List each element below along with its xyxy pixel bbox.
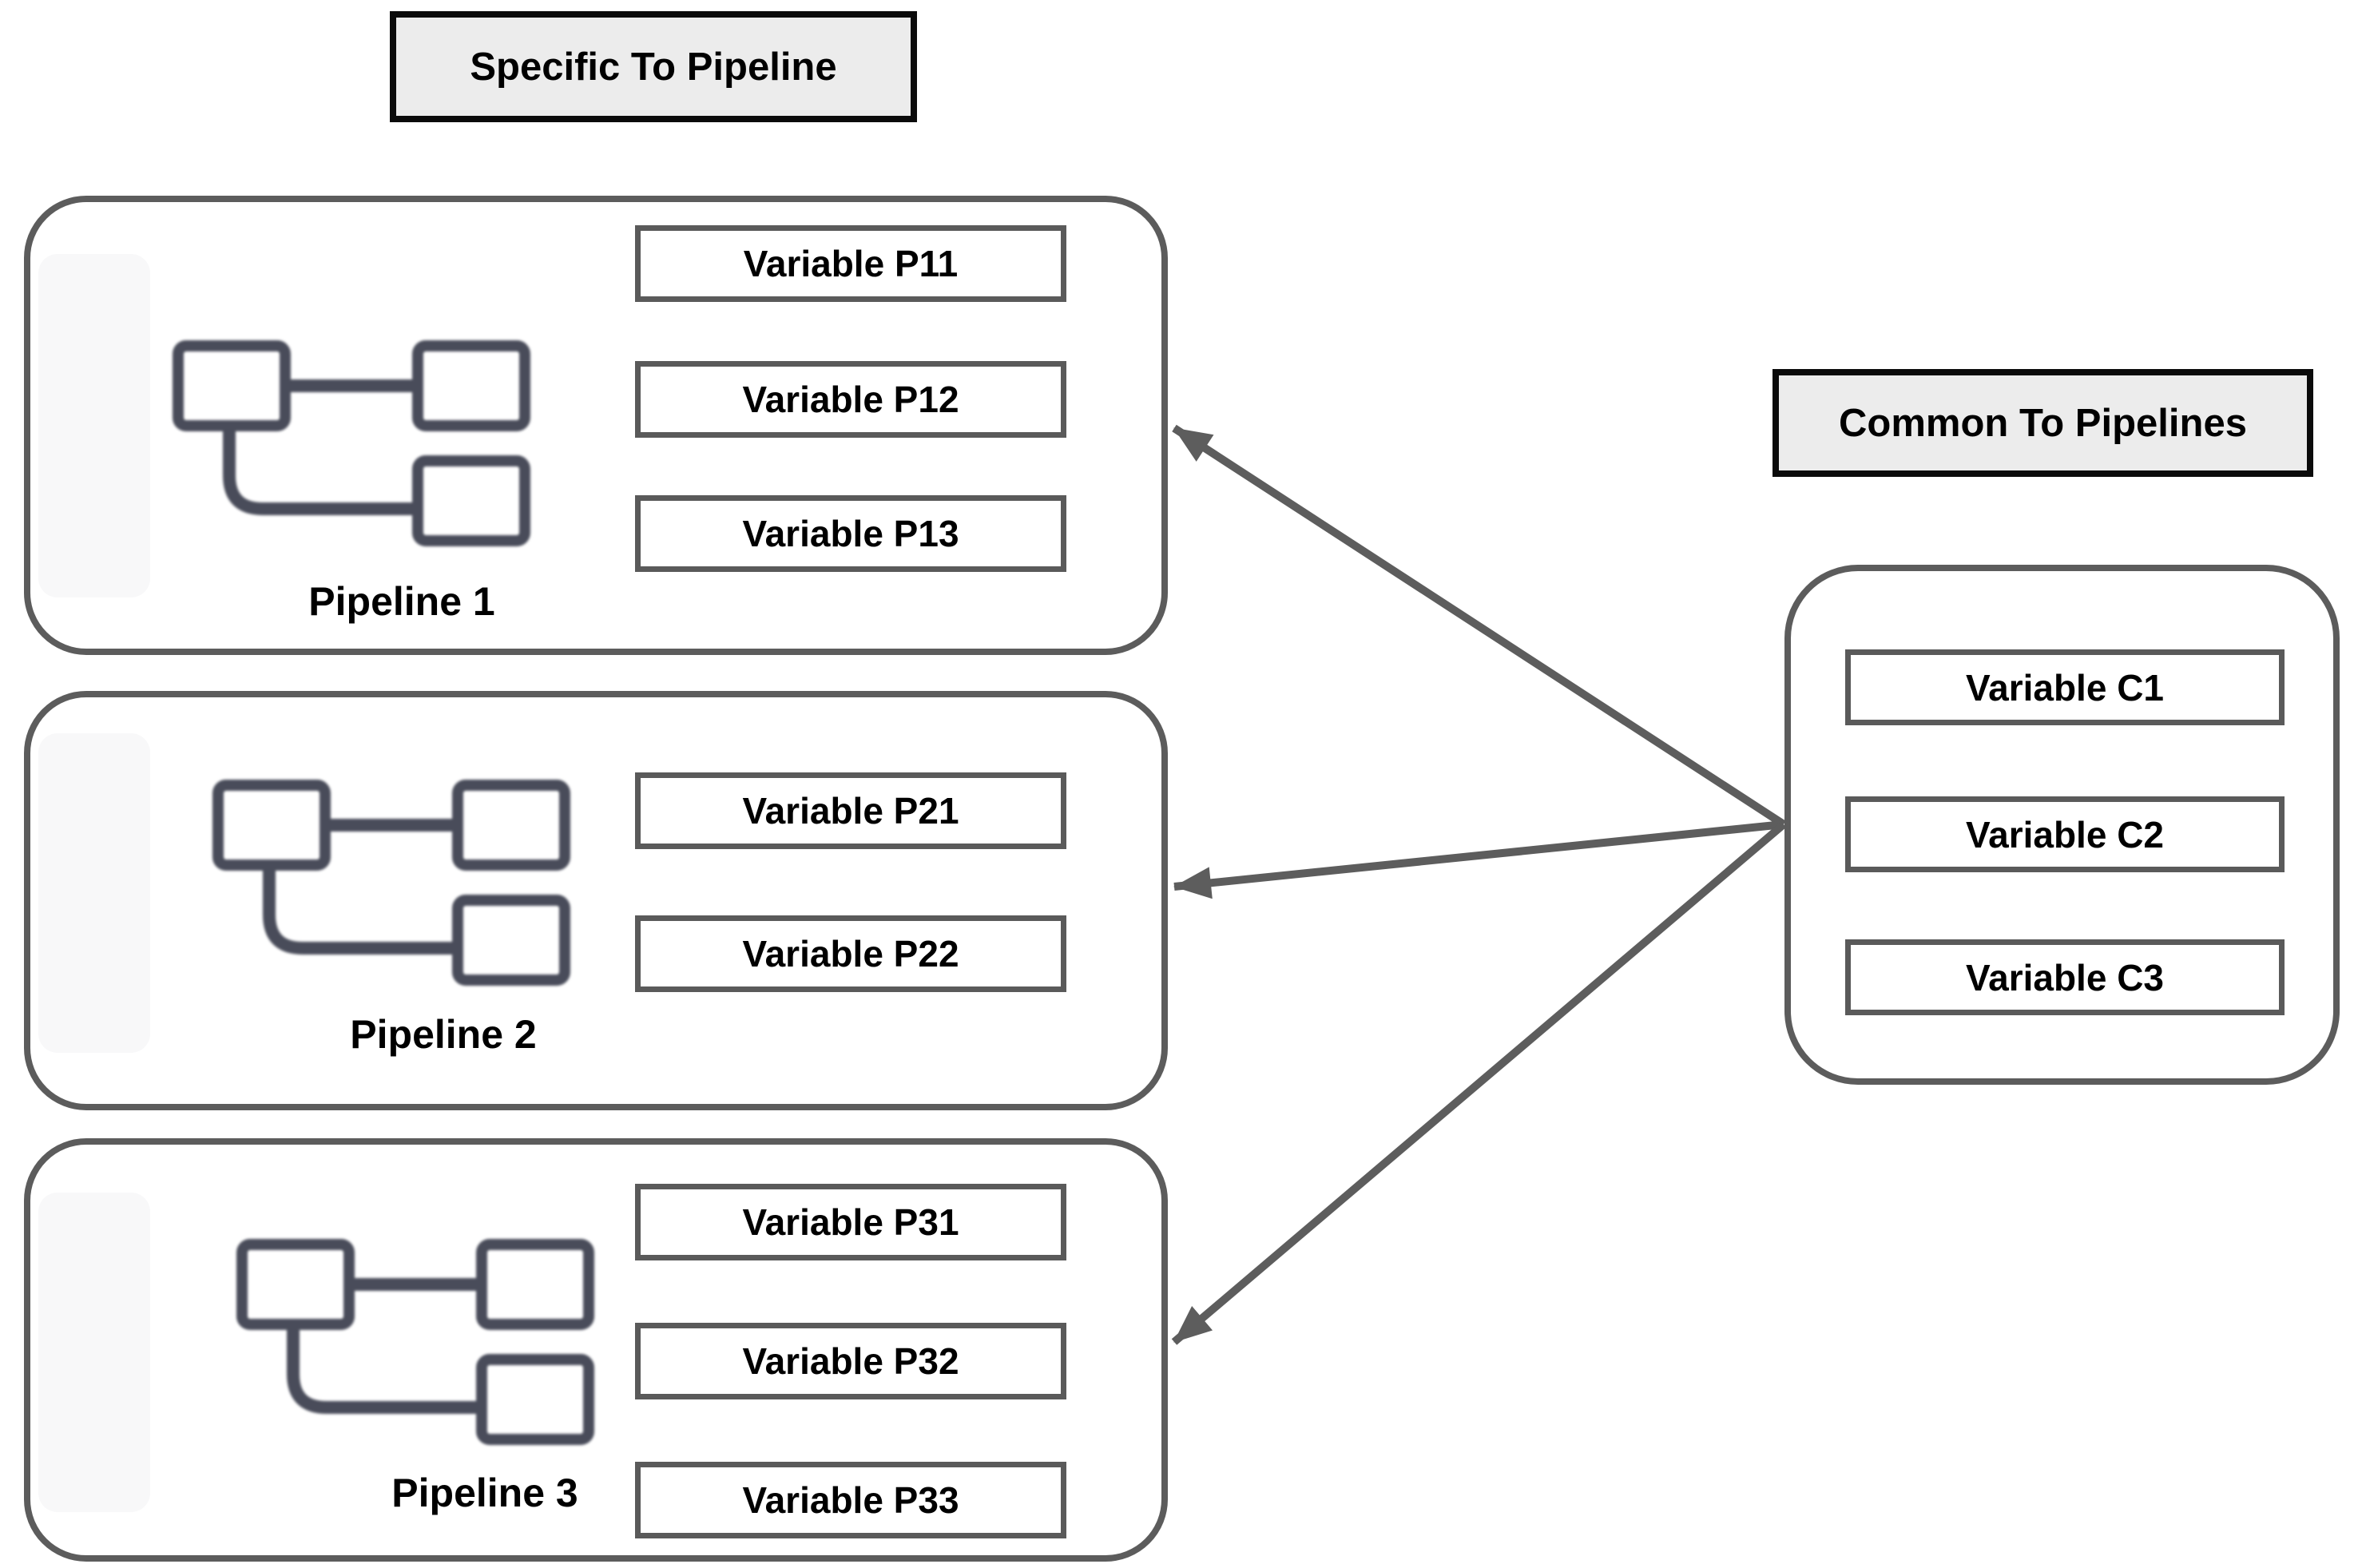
pipeline-container-1: Pipeline 1 Variable P11 Variable P12 Var…	[24, 196, 1168, 655]
background-tint	[38, 1193, 150, 1512]
variable-box: Variable P33	[635, 1462, 1066, 1538]
common-title-box: Common To Pipelines	[1772, 369, 2313, 477]
variable-box: Variable P31	[635, 1184, 1066, 1260]
arrow-common-to-pipeline-3	[1171, 821, 1787, 1345]
background-tint	[38, 254, 150, 597]
pipeline-flow-icon	[212, 780, 570, 986]
pipeline-flow-icon	[236, 1239, 594, 1445]
arrow-common-to-pipeline-2	[1173, 820, 1784, 899]
variable-box: Variable P13	[635, 495, 1066, 572]
variable-box: Variable P22	[635, 915, 1066, 992]
background-tint	[38, 733, 150, 1053]
variable-box: Variable P32	[635, 1323, 1066, 1399]
pipeline-label: Pipeline 1	[308, 579, 495, 624]
pipeline-flow-icon	[173, 340, 530, 546]
pipeline-label: Pipeline 3	[391, 1471, 578, 1515]
pipeline-label: Pipeline 2	[350, 1012, 537, 1057]
variable-box: Variable P21	[635, 772, 1066, 849]
variable-box: Variable C2	[1845, 796, 2285, 872]
common-title-label: Common To Pipelines	[1839, 401, 2247, 445]
variable-box: Variable C1	[1845, 649, 2285, 725]
specific-title-label: Specific To Pipeline	[470, 45, 837, 89]
pipeline-container-2: Pipeline 2 Variable P21 Variable P22	[24, 691, 1168, 1110]
variable-box: Variable P11	[635, 225, 1066, 302]
variable-box: Variable C3	[1845, 939, 2285, 1015]
common-container: Variable C1 Variable C2 Variable C3	[1784, 565, 2340, 1085]
pipeline-container-3: Pipeline 3 Variable P31 Variable P32 Var…	[24, 1138, 1168, 1562]
arrow-common-to-pipeline-1	[1172, 424, 1786, 828]
variable-box: Variable P12	[635, 361, 1066, 438]
specific-title-box: Specific To Pipeline	[390, 11, 917, 122]
